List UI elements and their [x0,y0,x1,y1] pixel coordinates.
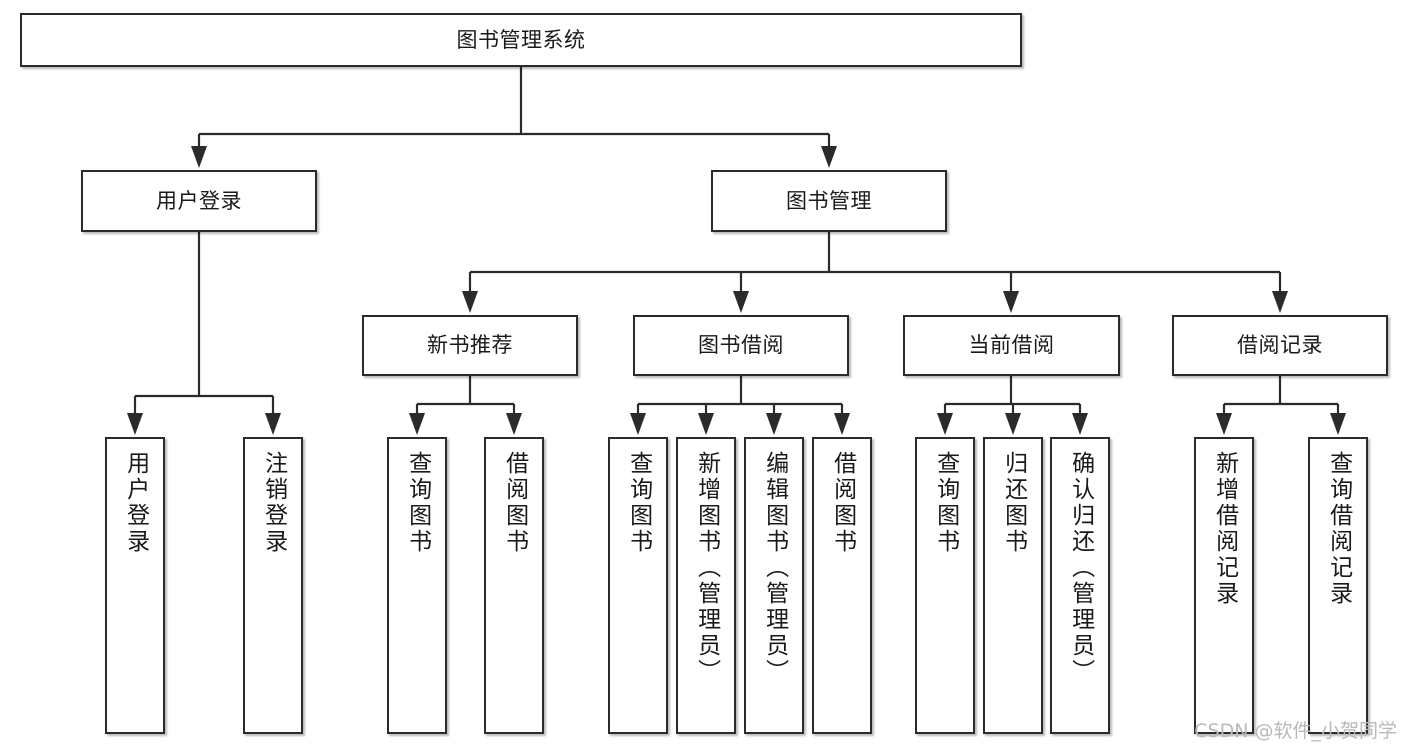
node-leaf-borrow-book[interactable]: 借阅图书 [812,437,872,734]
node-leaf-query-borrow-record[interactable]: 查询借阅记录 [1308,437,1368,734]
node-user-login[interactable]: 用户登录 [81,170,317,232]
node-leaf-confirm-return-admin[interactable]: 确认归还（管理员） [1050,437,1110,734]
node-root[interactable]: 图书管理系统 [20,13,1022,67]
node-leaf-add-book-admin-label: 新增图书（管理员） [693,451,720,685]
node-leaf-edit-book-admin-label: 编辑图书（管理员） [761,451,788,685]
node-leaf-query-book-recommend[interactable]: 查询图书 [387,437,447,734]
node-new-book-recommend[interactable]: 新书推荐 [362,315,578,376]
node-borrow-record[interactable]: 借阅记录 [1172,315,1388,376]
node-new-book-recommend-label: 新书推荐 [427,333,513,358]
node-leaf-add-book-admin[interactable]: 新增图书（管理员） [676,437,736,734]
node-book-manage[interactable]: 图书管理 [711,170,947,232]
node-book-manage-label: 图书管理 [786,188,872,213]
node-leaf-confirm-return-admin-label: 确认归还（管理员） [1067,451,1094,685]
node-leaf-return-book[interactable]: 归还图书 [983,437,1043,734]
node-borrow-record-label: 借阅记录 [1237,333,1323,358]
node-leaf-borrow-book-label: 借阅图书 [829,451,856,555]
node-leaf-edit-book-admin[interactable]: 编辑图书（管理员） [744,437,804,734]
watermark-text: CSDN @软件_小贺同学 [1194,720,1397,742]
node-leaf-user-login-label: 用户登录 [122,451,149,555]
node-leaf-add-borrow-record[interactable]: 新增借阅记录 [1194,437,1254,734]
node-leaf-query-book-borrow-label: 查询图书 [625,451,652,555]
node-leaf-user-logout-label: 注销登录 [260,451,287,555]
node-leaf-query-borrow-record-label: 查询借阅记录 [1325,451,1352,607]
node-book-borrow[interactable]: 图书借阅 [633,315,849,376]
node-leaf-query-book-borrow[interactable]: 查询图书 [608,437,668,734]
node-leaf-query-book-recommend-label: 查询图书 [404,451,431,555]
node-leaf-query-book-current[interactable]: 查询图书 [915,437,975,734]
node-leaf-user-logout[interactable]: 注销登录 [243,437,303,734]
node-leaf-borrow-book-recommend-label: 借阅图书 [501,451,528,555]
node-leaf-user-login[interactable]: 用户登录 [105,437,165,734]
node-leaf-return-book-label: 归还图书 [1000,451,1027,555]
node-leaf-query-book-current-label: 查询图书 [932,451,959,555]
node-root-label: 图书管理系统 [456,27,586,52]
node-leaf-borrow-book-recommend[interactable]: 借阅图书 [484,437,544,734]
node-current-borrow-label: 当前借阅 [968,333,1055,358]
node-leaf-add-borrow-record-label: 新增借阅记录 [1211,451,1238,607]
node-user-login-label: 用户登录 [156,188,242,213]
node-current-borrow[interactable]: 当前借阅 [903,315,1120,376]
node-book-borrow-label: 图书借阅 [698,333,784,358]
